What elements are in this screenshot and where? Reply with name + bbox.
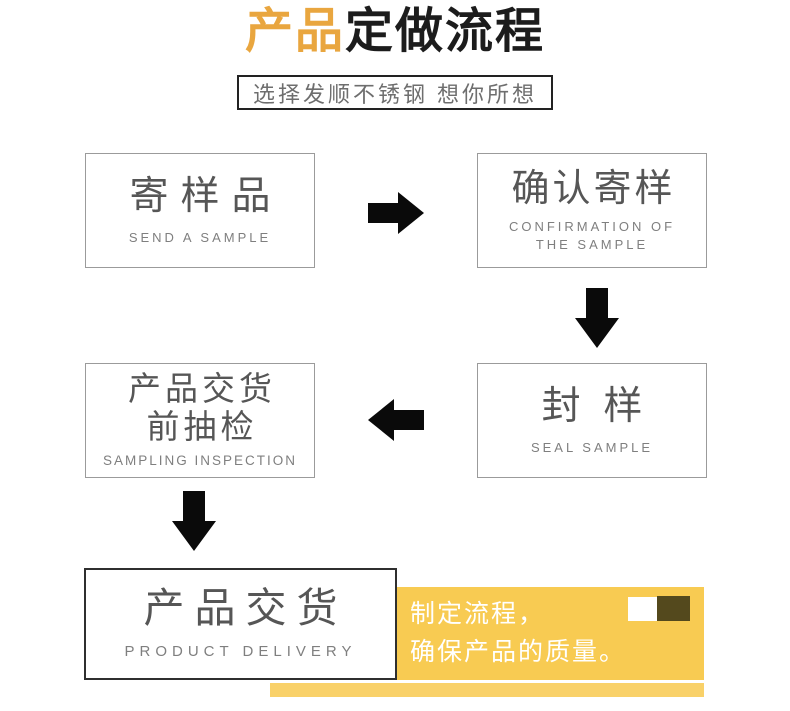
page-title: 产品定做流程 bbox=[0, 2, 790, 62]
step-title-zh: 产品交货 bbox=[143, 585, 348, 632]
page-title-highlight: 产品 bbox=[244, 5, 345, 58]
step-title-zh: 封 样 bbox=[541, 384, 649, 428]
subtitle-banner: 选择发顺不锈钢 想你所想 bbox=[237, 75, 553, 110]
step-title-en: PRODUCT DELIVERY bbox=[124, 643, 357, 661]
step-title-en: SEAL SAMPLE bbox=[530, 439, 654, 455]
step-box-confirm-sample: 确认寄样 CONFIRMATION OF THE SAMPLE bbox=[477, 153, 707, 268]
step-box-send-sample: 寄样品 SEND A SAMPLE bbox=[85, 153, 315, 268]
step-box-seal-sample: 封 样 SEAL SAMPLE bbox=[477, 363, 707, 478]
step-title-zh: 产品交货 前抽检 bbox=[128, 370, 276, 446]
page-title-rest: 定做流程 bbox=[345, 5, 546, 58]
arrow-down-icon bbox=[172, 491, 216, 551]
step-box-product-delivery: 产品交货 PRODUCT DELIVERY bbox=[84, 568, 397, 680]
step-title-en: CONFIRMATION OF THE SAMPLE bbox=[508, 219, 676, 252]
deco-square-dark bbox=[657, 596, 690, 621]
arrow-left-icon bbox=[368, 399, 424, 441]
step-title-en: SEND A SAMPLE bbox=[128, 229, 272, 245]
quality-callout-text: 制定流程， 确保产品的质量。 bbox=[410, 600, 627, 666]
arrow-down-icon bbox=[575, 288, 619, 348]
subtitle-text: 选择发顺不锈钢 想你所想 bbox=[252, 81, 538, 107]
step-title-zh: 寄样品 bbox=[129, 174, 283, 218]
quality-callout-panel: 制定流程， 确保产品的质量。 bbox=[392, 587, 704, 680]
step-title-zh: 确认寄样 bbox=[511, 167, 676, 210]
step-title-en: SAMPLING INSPECTION bbox=[102, 453, 298, 469]
bottom-accent-strip bbox=[270, 683, 704, 697]
arrow-right-icon bbox=[368, 192, 424, 234]
deco-square-white bbox=[628, 597, 657, 621]
step-box-sampling-inspection: 产品交货 前抽检 SAMPLING INSPECTION bbox=[85, 363, 315, 478]
